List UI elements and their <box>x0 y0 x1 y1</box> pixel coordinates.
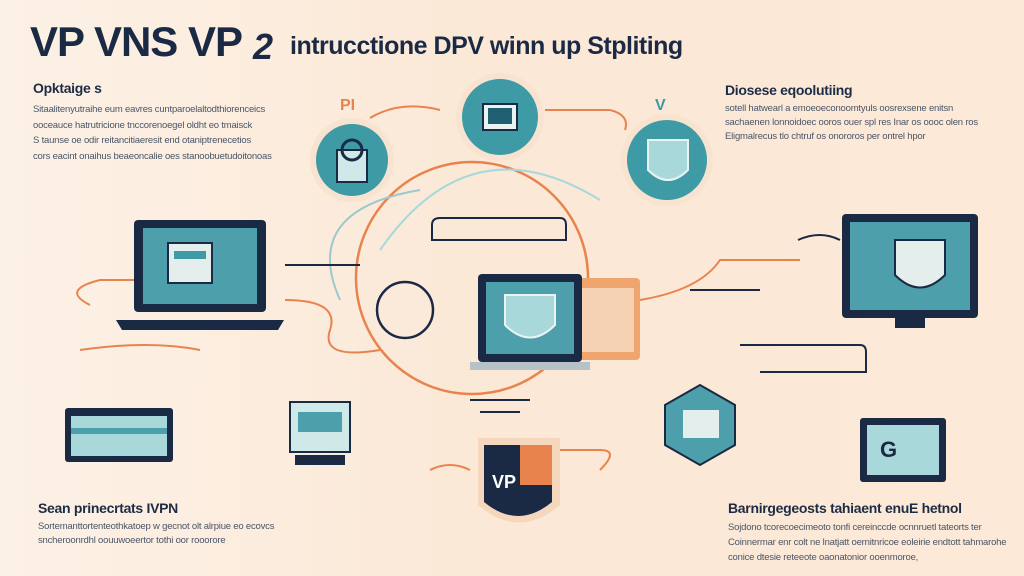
badge-text: VP <box>492 472 516 492</box>
text-line: cors eacint onaihus beaeoncalie oes stan… <box>33 150 272 162</box>
page-subtitle: intrucctione DPV winn up Stpliting <box>290 32 683 60</box>
text-line: Sortemanttortenteothkatoep w gecnot olt … <box>38 521 275 532</box>
title-swirl: 2 <box>253 26 274 67</box>
section-body: Sojdono tcorecoecimeoto tonfi cereinccde… <box>728 520 1007 565</box>
vpn-shield-badge <box>478 438 560 523</box>
svg-text:G: G <box>880 437 897 462</box>
connection-line <box>329 189 421 301</box>
text-line: Sitaalitenyutraihe eum eavres cuntparoel… <box>33 104 266 115</box>
text-line: S taunse oe odir reitancitiaeresit end o… <box>33 135 251 146</box>
monitor-bottom-right: G <box>860 418 946 482</box>
laptop-left <box>116 220 284 330</box>
label-left: PI <box>340 97 355 114</box>
section-top-left: Opktaige s Sitaalitenyutraihe eum eavres… <box>33 80 272 164</box>
text-line: Coinnermar enr colt ne lnatjatt oernitnr… <box>728 537 1007 548</box>
text-line: Eligmalrecus tlo chtruf os onororos per … <box>725 131 926 142</box>
section-top-right: Diosese eqoolutiing sotell hatwearl a em… <box>725 82 978 144</box>
text-line: conice dtesie reteeote oaonatonior ooenm… <box>728 552 919 563</box>
hexagon-device <box>664 383 736 467</box>
section-body: sotell hatwearl a emoeoeconoomtyuls oosr… <box>725 102 978 144</box>
section-heading: Barnirgegeosts tahiaent enuE hetnol <box>728 500 962 516</box>
section-heading: Diosese eqoolutiing <box>725 82 853 98</box>
connection-line <box>379 168 601 251</box>
section-body: Sitaalitenyutraihe eum eavres cuntparoel… <box>33 102 272 164</box>
section-bottom-right: Barnirgegeosts tahiaent enuE hetnol Sojd… <box>728 500 1007 565</box>
text-line: sachaenen lonnoidoec ooros ouer spl res … <box>725 117 978 128</box>
device-circle-left <box>310 118 394 202</box>
lock-ring <box>375 280 435 340</box>
label-right: V <box>655 97 666 114</box>
text-line: Sojdono tcorecoecimeoto tonfi cereinccde… <box>728 522 982 533</box>
text-line: sncheroonrdhl oouuwoeertor tothi oor roo… <box>38 535 226 546</box>
orange-connectors <box>76 105 800 471</box>
navy-connectors <box>285 217 867 413</box>
text-line: sotell hatwearl a emoeoeconoomtyuls oosr… <box>725 103 954 114</box>
text-line: ooceauce hatrutricione tnccorenoegel old… <box>33 119 253 131</box>
device-circle-top <box>456 73 544 161</box>
section-heading: Opktaige s <box>33 80 102 96</box>
section-heading: Sean prinecrtats IVPN <box>38 500 178 516</box>
device-circle-right <box>621 114 713 206</box>
monitor-right <box>842 214 978 328</box>
device-small-left <box>289 401 351 465</box>
laptop-center <box>470 274 640 370</box>
page-title: VP VNS VP <box>30 18 243 65</box>
monitor-bottom-left <box>65 408 173 462</box>
section-body: Sortemanttortenteothkatoep w gecnot olt … <box>38 520 274 548</box>
section-bottom-left: Sean prinecrtats IVPN Sortemanttortenteo… <box>38 500 274 548</box>
